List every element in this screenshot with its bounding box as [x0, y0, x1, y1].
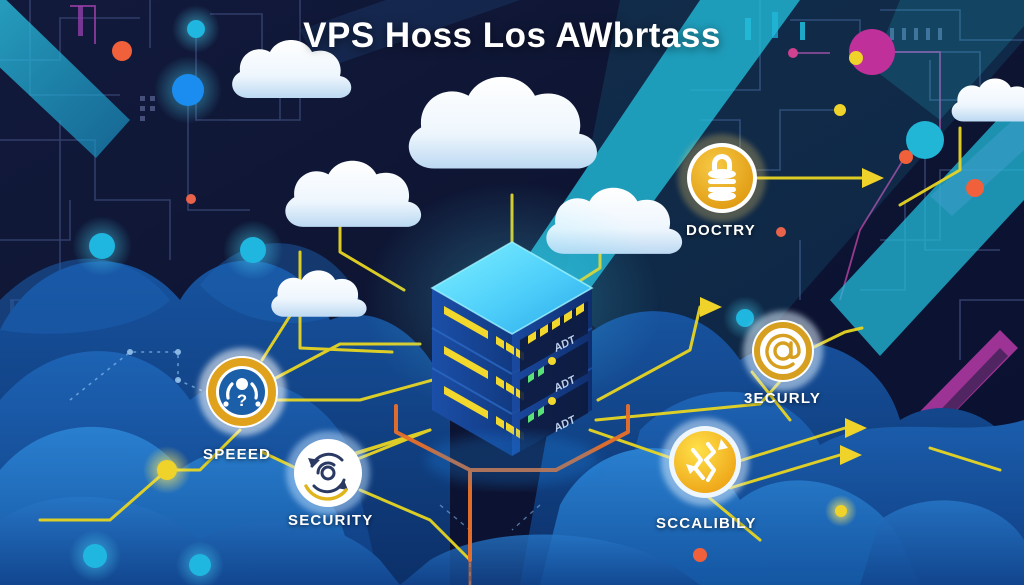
at-sign-coin-icon — [765, 333, 801, 370]
cloud-center-main — [408, 76, 597, 169]
server-panels-right: ADT ADT ADT — [520, 301, 588, 452]
feature-badge-securly[interactable] — [743, 311, 823, 391]
svg-text:?: ? — [237, 391, 247, 410]
feature-label-sccalibily: SCCALIBILY — [656, 515, 757, 532]
feature-label-securly: 3ECURLY — [744, 390, 822, 407]
server-leds-left — [444, 306, 524, 441]
gauge-question-icon — [226, 382, 258, 400]
feature-label-speeed: SPEEED — [203, 446, 272, 463]
cloud-top-left — [232, 40, 352, 98]
cloud-small-left — [271, 270, 367, 317]
question-mark-glyph: ? — [237, 391, 247, 410]
database-lock-icon — [708, 154, 736, 201]
cloud-mid-left — [285, 160, 422, 227]
feature-badge-doctry[interactable] — [678, 134, 766, 222]
isometric-server-rack: ADT ADT ADT — [426, 241, 598, 486]
arrow-markers — [700, 168, 884, 465]
scale-arrows-icon — [691, 442, 716, 482]
scale-arrowheads — [686, 439, 728, 474]
feature-label-doctry: DOCTRY — [686, 222, 756, 239]
refresh-arrowheads — [308, 458, 348, 490]
node-group — [69, 5, 984, 585]
page-title: VPS Hoss Los AWbrtass — [303, 16, 721, 55]
cloud-far-right — [951, 78, 1024, 122]
feature-label-security: SECURITY — [288, 512, 374, 529]
feature-badge-speeed[interactable]: ? — [198, 348, 286, 436]
feature-badge-sccalibily[interactable] — [661, 418, 749, 506]
feature-badge-security[interactable] — [286, 431, 370, 515]
